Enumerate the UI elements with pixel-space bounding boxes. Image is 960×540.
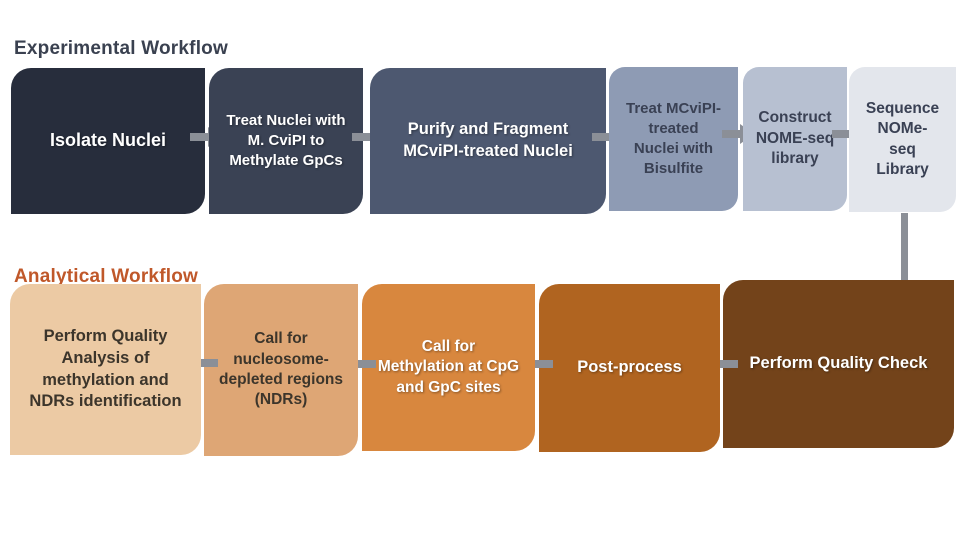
- arrow-shaft: [722, 130, 741, 138]
- step-call-methylation: Call for Methylation at CpG and GpC site…: [362, 284, 535, 451]
- step-treat-nuclei-mcvipi: Treat Nuclei with M. CviPI to Methylate …: [209, 68, 363, 214]
- experimental-workflow-title: Experimental Workflow: [14, 38, 228, 59]
- arrow-shaft: [190, 133, 209, 141]
- step-post-process: Post-process: [539, 284, 720, 452]
- arrow-shaft: [719, 360, 738, 368]
- step-purify-fragment: Purify and Fragment MCviPI-treated Nucle…: [370, 68, 606, 214]
- step-sequence-library: Sequence NOMe- seq Library: [849, 67, 956, 212]
- step-quality-analysis-ndr-identification: Perform Quality Analysis of methylation …: [10, 284, 201, 455]
- step-call-ndrs: Call for nucleosome- depleted regions (N…: [204, 284, 358, 456]
- step-isolate-nuclei: Isolate Nuclei: [11, 68, 205, 214]
- arrow-shaft: [357, 360, 376, 368]
- arrow-shaft: [832, 130, 851, 138]
- arrow-shaft: [534, 360, 553, 368]
- arrow-shaft: [199, 359, 218, 367]
- step-construct-library: Construct NOME-seq library: [743, 67, 847, 211]
- arrow-shaft: [352, 133, 371, 141]
- step-quality-check: Perform Quality Check: [723, 280, 954, 448]
- step-bisulfite-treatment: Treat MCviPI- treated Nuclei with Bisulf…: [609, 67, 738, 211]
- arrow-shaft: [592, 133, 611, 141]
- analytical-workflow-title: Analytical Workflow: [14, 266, 198, 287]
- arrow-shaft: [901, 213, 908, 288]
